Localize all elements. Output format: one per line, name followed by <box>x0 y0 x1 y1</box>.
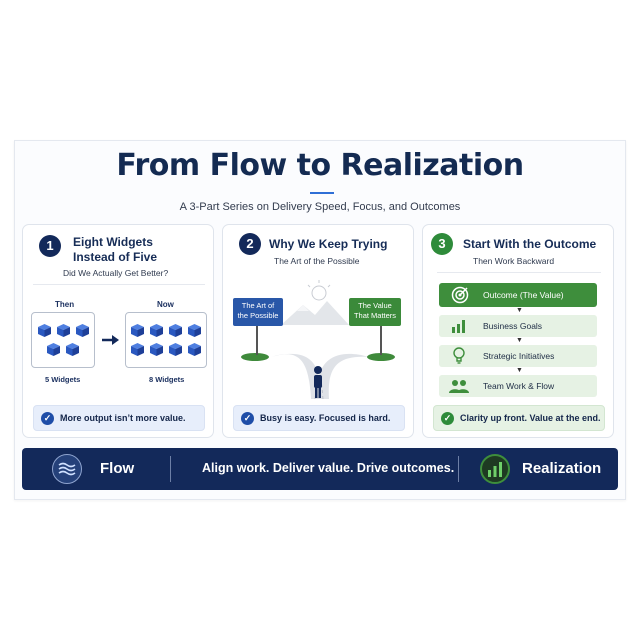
signpost-right: The Value That Matters <box>349 298 401 326</box>
card-2-takeaway-text: Busy is easy. Focused is hard. <box>260 413 391 423</box>
then-caption: 5 Widgets <box>45 375 81 384</box>
band-divider-right <box>458 456 459 482</box>
widget-cube-icon <box>56 324 70 337</box>
now-label: Now <box>157 300 174 309</box>
card-2-takeaway: ✓ Busy is easy. Focused is hard. <box>233 405 405 431</box>
step-strategic-initiatives: Strategic Initiatives <box>439 345 597 367</box>
step-number-2: 2 <box>239 233 261 255</box>
band-flow-label: Flow <box>100 460 135 477</box>
target-icon <box>451 286 469 306</box>
widget-cube-icon <box>131 324 144 337</box>
bar-chart-icon <box>451 319 467 335</box>
card-1-divider <box>33 284 205 285</box>
signpost-right-line2: That Matters <box>353 311 397 320</box>
card-2-title: Why We Keep Trying <box>269 237 388 251</box>
step-outcome-label: Outcome (The Value) <box>483 290 564 300</box>
widget-cube-icon <box>47 343 60 356</box>
check-icon: ✓ <box>241 412 254 425</box>
card-1-title: Eight Widgets Instead of Five <box>73 235 157 265</box>
then-widgets-box <box>31 312 95 368</box>
now-widgets-box <box>125 312 207 368</box>
widget-cube-icon <box>75 324 89 337</box>
signpost-left-line2: the Possible <box>237 311 279 320</box>
widget-cube-icon <box>169 343 182 356</box>
widget-cube-icon <box>37 324 51 337</box>
bar-chart-icon <box>480 454 510 484</box>
widget-cube-icon <box>150 324 163 337</box>
wave-icon <box>52 454 82 484</box>
summary-band: Flow Align work. Deliver value. Drive ou… <box>22 448 618 490</box>
band-tagline: Align work. Deliver value. Drive outcome… <box>202 461 455 475</box>
lightbulb-icon <box>453 347 465 367</box>
then-label: Then <box>55 300 75 309</box>
band-realization-label: Realization <box>522 460 602 477</box>
now-caption: 8 Widgets <box>149 375 185 384</box>
card-1-title-line2: Instead of Five <box>73 250 158 264</box>
step-team-work-flow-label: Team Work & Flow <box>483 381 555 391</box>
widget-cube-icon <box>188 324 201 337</box>
card-1-subtitle: Did We Actually Get Better? <box>63 268 169 278</box>
card-eight-widgets: 1 Eight Widgets Instead of Five Did We A… <box>22 224 214 438</box>
card-1-takeaway-text: More output isn’t more value. <box>60 413 186 423</box>
widget-cube-icon <box>66 343 79 356</box>
step-business-goals-label: Business Goals <box>483 321 543 331</box>
step-outcome: Outcome (The Value) <box>439 283 597 307</box>
band-divider-left <box>170 456 171 482</box>
card-start-with-outcome: 3 Start With the Outcome Then Work Backw… <box>422 224 614 438</box>
card-3-subtitle: Then Work Backward <box>473 256 555 266</box>
step-number-3: 3 <box>431 233 453 255</box>
signpost-left: The Art of the Possible <box>233 298 283 326</box>
card-2-subtitle: The Art of the Possible <box>274 256 360 266</box>
page-title: From Flow to Realization <box>116 148 524 183</box>
crossroads-illustration <box>241 280 395 399</box>
card-1-takeaway: ✓ More output isn’t more value. <box>33 405 205 431</box>
widget-cube-icon <box>188 343 201 356</box>
card-3-takeaway: ✓ Clarity up front. Value at the end. <box>433 405 605 431</box>
title-underline <box>310 192 334 194</box>
step-number-1: 1 <box>39 235 61 257</box>
widget-cube-icon <box>169 324 182 337</box>
card-3-title: Start With the Outcome <box>463 237 597 251</box>
page-subtitle: A 3-Part Series on Delivery Speed, Focus… <box>179 201 461 213</box>
step-strategic-initiatives-label: Strategic Initiatives <box>483 351 555 361</box>
arrow-right-icon <box>102 333 120 351</box>
people-icon <box>449 379 469 395</box>
widget-cube-icon <box>131 343 144 356</box>
card-keep-trying: 2 Why We Keep Trying The Art of the Poss… <box>222 224 414 438</box>
check-icon: ✓ <box>41 412 54 425</box>
down-arrow-icon: ▼ <box>516 307 523 314</box>
widget-cube-icon <box>150 343 163 356</box>
signpost-right-line1: The Value <box>358 301 392 310</box>
step-team-work-flow: Team Work & Flow <box>439 375 597 397</box>
check-icon: ✓ <box>441 412 454 425</box>
down-arrow-icon: ▼ <box>516 367 523 374</box>
step-business-goals: Business Goals <box>439 315 597 337</box>
card-3-takeaway-text: Clarity up front. Value at the end. <box>460 413 601 423</box>
signpost-left-line1: The Art of <box>241 301 275 310</box>
down-arrow-icon: ▼ <box>516 337 523 344</box>
card-3-divider <box>437 272 601 273</box>
card-1-title-line1: Eight Widgets <box>73 235 153 249</box>
